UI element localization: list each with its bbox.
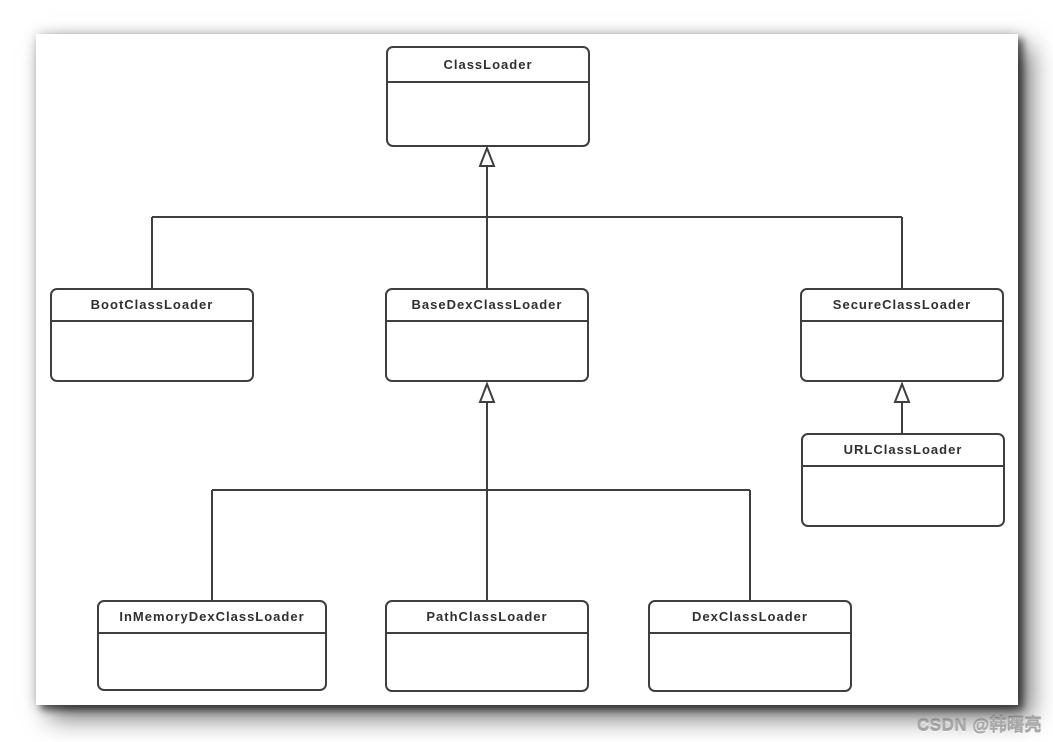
class-name-label: DexClassLoader — [650, 602, 850, 634]
class-name-label: InMemoryDexClassLoader — [99, 602, 325, 634]
class-name-label: ClassLoader — [388, 48, 588, 83]
generalization-arrowhead-to-secureclassloader — [893, 381, 911, 403]
diagram-panel: ClassLoader BootClassLoader BaseDexClass… — [36, 34, 1018, 705]
class-box-classloader: ClassLoader — [386, 46, 590, 147]
class-name-label: BaseDexClassLoader — [387, 290, 587, 322]
generalization-arrowhead-to-basedexclassloader — [478, 381, 496, 403]
class-box-inmemorydexclassloader: InMemoryDexClassLoader — [97, 600, 327, 691]
class-name-label: SecureClassLoader — [802, 290, 1002, 322]
class-box-bootclassloader: BootClassLoader — [50, 288, 254, 382]
class-box-pathclassloader: PathClassLoader — [385, 600, 589, 692]
class-box-basedexclassloader: BaseDexClassLoader — [385, 288, 589, 382]
class-box-urlclassloader: URLClassLoader — [801, 433, 1005, 527]
inheritance-connectors — [151, 145, 911, 600]
class-name-label: BootClassLoader — [52, 290, 252, 322]
class-name-label: PathClassLoader — [387, 602, 587, 634]
class-box-dexclassloader: DexClassLoader — [648, 600, 852, 692]
class-name-label: URLClassLoader — [803, 435, 1003, 467]
watermark-label: CSDN @韩曙亮 — [917, 716, 1042, 735]
generalization-arrowhead-to-classloader — [478, 145, 496, 167]
class-box-secureclassloader: SecureClassLoader — [800, 288, 1004, 382]
